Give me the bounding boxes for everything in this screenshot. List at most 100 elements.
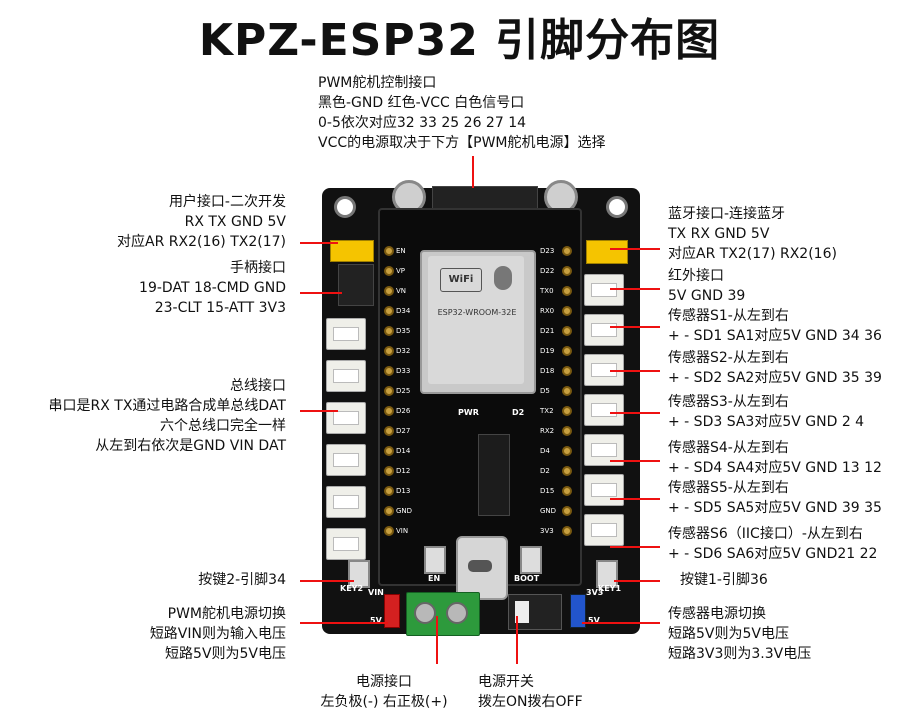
module-name: ESP32-WROOM-32E	[437, 308, 517, 317]
bluetooth-header	[586, 240, 628, 264]
pointer-line	[300, 622, 388, 624]
pointer-line	[436, 616, 438, 664]
pin-label: D14	[396, 447, 411, 455]
header-pin	[562, 506, 572, 516]
pointer-line	[610, 460, 660, 462]
pointer-line	[610, 288, 660, 290]
gamepad-header	[338, 264, 374, 306]
usb-c-port[interactable]	[456, 536, 508, 600]
header-pin	[562, 526, 572, 536]
pin-label: VN	[396, 287, 407, 295]
bus-connector	[326, 360, 366, 392]
sensor-connector	[584, 314, 624, 346]
header-pin	[384, 246, 394, 256]
mount-hole	[606, 196, 628, 218]
header-pin	[562, 306, 572, 316]
header-pin	[384, 446, 394, 456]
pwm-power-jumper[interactable]	[384, 594, 400, 628]
pin-label: D25	[396, 387, 411, 395]
header-pin	[384, 286, 394, 296]
pointer-line	[300, 580, 354, 582]
pointer-line	[300, 292, 342, 294]
pin-label: D5	[540, 387, 550, 395]
header-pin	[562, 266, 572, 276]
sensor-s5-label: 传感器S5-从左到右+ - SD5 SA5对应5V GND 39 35	[668, 480, 882, 516]
pin-label: D19	[540, 347, 555, 355]
bus-connector	[326, 402, 366, 434]
en-button[interactable]	[424, 546, 446, 574]
wifi-logo: WiFi	[440, 268, 482, 292]
silk-d2: D2	[512, 408, 525, 417]
pin-label: RX2	[540, 427, 555, 435]
pointer-line	[610, 248, 660, 250]
silk-boot: BOOT	[514, 574, 540, 583]
header-pin	[562, 366, 572, 376]
pin-label: VIN	[396, 527, 409, 535]
pointer-line	[614, 580, 660, 582]
pin-label: D27	[396, 427, 411, 435]
pointer-line	[610, 326, 660, 328]
silk-vin: VIN	[368, 588, 384, 597]
pin-label: D33	[396, 367, 411, 375]
header-pin	[562, 346, 572, 356]
pointer-line	[582, 622, 660, 624]
silk-key1: KEY1	[598, 584, 622, 593]
pin-label: D22	[540, 267, 555, 275]
sensor-power-jumper[interactable]	[570, 594, 586, 628]
key1-label: 按键1-引脚36	[680, 572, 768, 588]
header-pin	[384, 526, 394, 536]
pin-label: D34	[396, 307, 411, 315]
silk-3v3: 3V3	[586, 588, 604, 597]
pin-label: D21	[540, 327, 555, 335]
silk-pwr: PWR	[458, 408, 479, 417]
pin-label: TX2	[540, 407, 554, 415]
pin-label: D4	[540, 447, 550, 455]
silk-5v-right: 5V	[588, 616, 600, 625]
pwm-power-label: PWM舵机电源切换短路VIN则为输入电压短路5V则为5V电压	[149, 606, 286, 662]
terminal-screw	[414, 602, 436, 624]
silk-key2: KEY2	[340, 584, 364, 593]
bus-connector	[326, 486, 366, 518]
header-pin	[562, 246, 572, 256]
key2-label: 按键2-引脚34	[198, 572, 286, 588]
sensor-connector	[584, 394, 624, 426]
header-pin	[384, 366, 394, 376]
header-pin	[384, 266, 394, 276]
header-pin	[384, 466, 394, 476]
pointer-line	[472, 156, 474, 188]
pin-label: RX0	[540, 307, 555, 315]
header-pin	[562, 326, 572, 336]
boot-button[interactable]	[520, 546, 542, 574]
pointer-line	[300, 410, 338, 412]
pin-label: D13	[396, 487, 411, 495]
header-pin	[562, 286, 572, 296]
sensor-power-label: 传感器电源切换短路5V则为5V电压短路3V3则为3.3V电压	[668, 606, 812, 662]
pin-label: 3V3	[540, 527, 554, 535]
pointer-line	[300, 242, 338, 244]
sensor-s2-label: 传感器S2-从左到右+ - SD2 SA2对应5V GND 35 39	[668, 350, 882, 386]
header-pin	[562, 406, 572, 416]
pointer-line	[610, 370, 660, 372]
header-pin	[384, 386, 394, 396]
page-title: KPZ-ESP32 引脚分布图	[198, 15, 721, 66]
silk-5v-left: 5V	[370, 616, 382, 625]
header-pin	[384, 426, 394, 436]
pointer-line	[610, 412, 660, 414]
pin-label: D23	[540, 247, 555, 255]
pin-label: EN	[396, 247, 406, 255]
bus-connector	[326, 528, 366, 560]
key1-button[interactable]	[596, 560, 618, 588]
pwm-servo-label: PWM舵机控制接口黑色-GND 红色-VCC 白色信号口 0-5依次对应32 3…	[318, 75, 606, 151]
header-pin	[562, 466, 572, 476]
header-pin	[384, 406, 394, 416]
bluetooth-logo	[494, 266, 512, 290]
sensor-s4-label: 传感器S4-从左到右+ - SD4 SA4对应5V GND 13 12	[668, 440, 882, 476]
header-pin	[384, 326, 394, 336]
bus-connector	[326, 318, 366, 350]
pointer-line	[610, 546, 660, 548]
